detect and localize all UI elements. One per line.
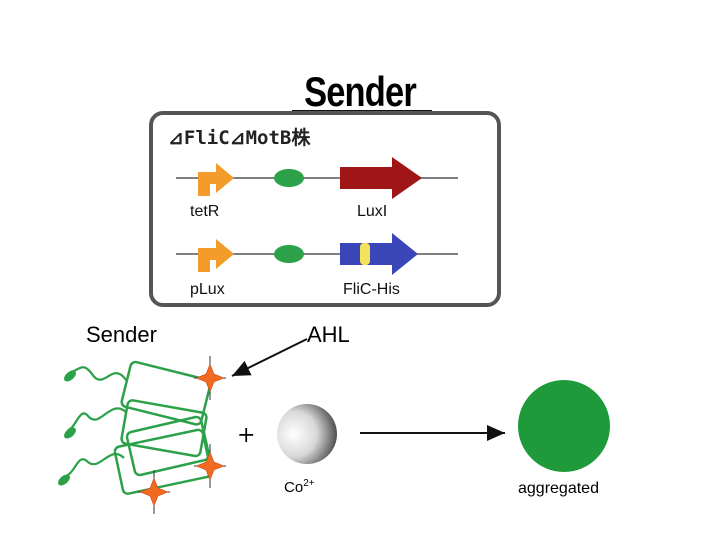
page-title: Sender: [304, 68, 417, 115]
aggregate-circle: [518, 380, 610, 472]
cobalt-charge: 2+: [303, 478, 315, 489]
flagellum-3: [65, 452, 125, 478]
flagellum-2: [67, 407, 127, 432]
luxi-gene-arrow: [340, 157, 422, 199]
construct-row-1: [176, 157, 458, 199]
flagellum-tip-2: [64, 427, 76, 439]
cobalt-label: Co2+: [284, 478, 315, 496]
ahl-pointer-arrow: [231, 338, 308, 377]
flagellum-tip-1: [64, 370, 76, 382]
flagella-tips: [58, 370, 76, 486]
cobalt-symbol: Co: [284, 479, 304, 496]
rbs-2-icon: [274, 245, 304, 263]
sender-cells: [113, 360, 213, 495]
plus-sign: +: [237, 423, 256, 448]
luxi-label: LuxI: [357, 203, 388, 220]
flagellum-1: [69, 366, 127, 381]
flic-his-gene-arrow: [340, 233, 418, 275]
cobalt-ion-sphere: [277, 404, 337, 464]
ahl-molecules: [138, 356, 226, 514]
tetr-label: tetR: [190, 203, 220, 220]
plux-label: pLux: [190, 281, 225, 298]
flic-his-label: FliC-His: [343, 281, 400, 298]
cell-1: [120, 360, 212, 426]
ahl-star-1: [194, 356, 226, 400]
rbs-1-icon: [274, 169, 304, 187]
sender-label: Sender: [86, 322, 157, 347]
construct-row-2: [176, 233, 458, 275]
ahl-star-3: [138, 470, 170, 514]
aggregated-label: aggregated: [518, 480, 599, 497]
cell-4: [113, 428, 213, 495]
tetr-promoter-icon: [198, 163, 234, 196]
his-tag-icon: [360, 243, 370, 265]
ahl-label: AHL: [307, 322, 350, 347]
plux-promoter-icon: [198, 239, 234, 272]
flagellum-tip-3: [58, 474, 70, 486]
strain-label: ⊿FliC⊿MotB株: [168, 127, 311, 149]
ahl-star-2: [194, 444, 226, 488]
flagella: [65, 366, 127, 478]
